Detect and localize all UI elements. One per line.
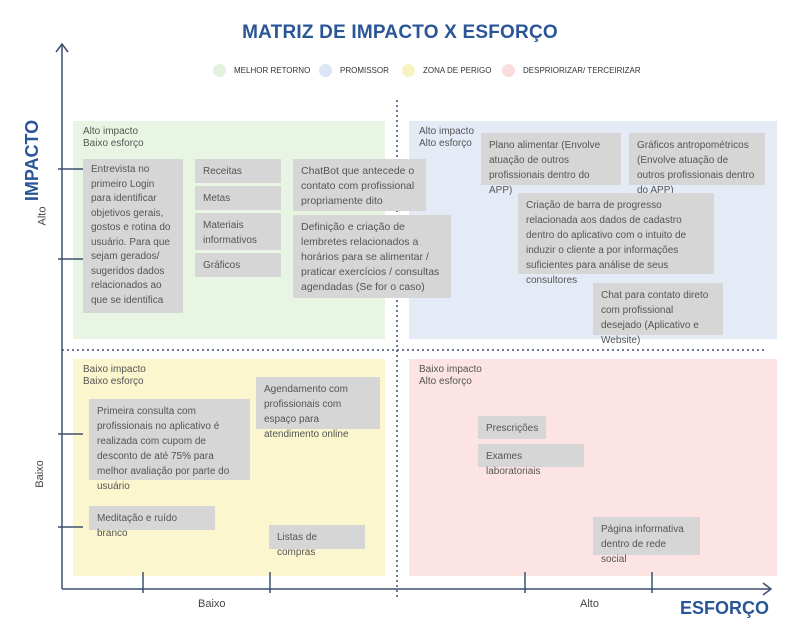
card-metas: Metas: [195, 186, 281, 210]
card-receitas: Receitas: [195, 159, 281, 183]
card-prescricoes: Prescrições: [478, 416, 546, 439]
quadrant-label-bottom-left: Baixo impacto Baixo esforço: [83, 364, 146, 388]
card-meditacao: Meditação e ruído branco: [89, 506, 215, 539]
card-graficos: Gráficos: [195, 253, 281, 277]
legend-dot: [319, 64, 332, 77]
legend-label: DESPRIORIZAR/ TERCEIRIZAR: [523, 66, 641, 75]
legend-item-zona-de-perigo: ZONA DE PERIGO: [402, 64, 491, 77]
quadrant-label-line: Baixo esforço: [83, 138, 144, 149]
y-axis-title: IMPACTO: [20, 95, 60, 201]
legend-item-despriorizar: DESPRIORIZAR/ TERCEIRIZAR: [502, 64, 641, 77]
card-listas: Listas de compras: [269, 525, 365, 558]
card-agendamento: Agendamento com profissionais com espaço…: [256, 377, 380, 440]
quadrant-label-top-right: Alto impacto Alto esforço: [419, 126, 474, 150]
card-barra: Criação de barra de progresso relacionad…: [518, 193, 714, 286]
legend-label: PROMISSOR: [340, 66, 389, 75]
legend-label: MELHOR RETORNO: [234, 66, 311, 75]
quadrant-label-line: Alto impacto: [83, 126, 139, 137]
legend-dot: [502, 64, 515, 77]
page-title: MATRIZ DE IMPACTO X ESFORÇO: [242, 22, 558, 43]
legend-dot: [213, 64, 226, 77]
card-pagina: Página informativa dentro de rede social: [593, 517, 700, 565]
x-axis-arrow: [762, 582, 773, 596]
quadrant-label-line: Baixo impacto: [419, 364, 482, 375]
y-axis-arrow: [55, 42, 69, 53]
y-label-low: Baixo: [33, 460, 46, 488]
quadrant-label-line: Baixo impacto: [83, 364, 146, 375]
legend-item-promissor: PROMISSOR: [319, 64, 389, 77]
quadrant-label-bottom-right: Baixo impacto Alto esforço: [419, 364, 482, 388]
quadrant-label-line: Alto impacto: [419, 126, 475, 137]
card-exames: Exames laboratoriais: [478, 444, 584, 477]
card-antropometricos: Gráficos antropométricos (Envolve atuaçã…: [629, 133, 765, 196]
card-primeira-consulta: Primeira consulta com profissionais no a…: [89, 399, 250, 492]
card-entrevista: Entrevista no primeiro Login para identi…: [83, 159, 183, 313]
legend: MELHOR RETORNO PROMISSOR ZONA DE PERIGO …: [210, 64, 650, 84]
card-plano: Plano alimentar (Envolve atuação de outr…: [481, 133, 621, 196]
card-lembretes: Definição e criação de lembretes relacio…: [293, 215, 451, 298]
y-label-high: Alto: [36, 206, 49, 226]
card-chat-direto: Chat para contato direto com profissiona…: [593, 283, 723, 346]
x-label-low: Baixo: [198, 598, 226, 610]
quadrant-label-line: Alto esforço: [419, 138, 472, 149]
quadrant-label-line: Baixo esforço: [83, 376, 144, 387]
card-materiais: Materiais informativos: [195, 213, 281, 250]
x-label-high: Alto: [580, 598, 599, 610]
x-axis-title: ESFORÇO: [680, 598, 770, 618]
legend-label: ZONA DE PERIGO: [423, 66, 492, 75]
quadrant-label-top-left: Alto impacto Baixo esforço: [83, 126, 144, 150]
y-axis-title-text: IMPACTO: [22, 119, 43, 202]
legend-dot: [402, 64, 415, 77]
quadrant-label-line: Alto esforço: [419, 376, 472, 387]
card-chatbot: ChatBot que antecede o contato com profi…: [293, 159, 426, 211]
legend-item-melhor-retorno: MELHOR RETORNO: [213, 64, 310, 77]
